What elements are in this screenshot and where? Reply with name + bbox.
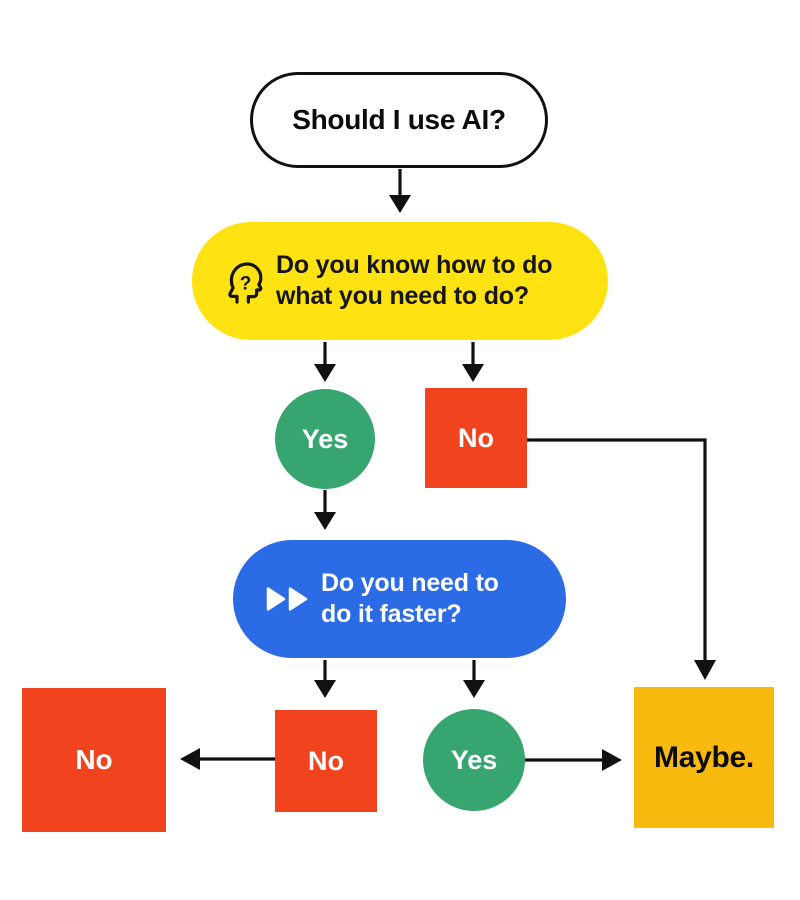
arrowhead-q1-to-yes <box>314 364 336 382</box>
q1-no-label: No <box>458 422 494 453</box>
question-faster-line2: do it faster? <box>321 600 462 628</box>
node-end-no: No <box>22 688 166 832</box>
q2-no-label: No <box>308 745 344 776</box>
node-q2-no: No <box>275 710 377 812</box>
node-q2-yes: Yes <box>423 709 525 811</box>
head-question-icon: ? <box>218 257 266 305</box>
arrowhead-q2-to-yes <box>463 680 485 698</box>
q2-yes-label: Yes <box>450 744 498 775</box>
arrowhead-no-to-maybe <box>694 660 716 680</box>
node-q1-no: No <box>425 388 527 488</box>
end-maybe-label: Maybe. <box>654 740 754 774</box>
question-know-how-line2: what you need to do? <box>276 282 529 310</box>
arrowhead-q2-to-no <box>314 680 336 698</box>
arrowhead-yes-to-maybe <box>602 749 622 771</box>
node-question-faster: Do you need to do it faster? <box>233 540 566 658</box>
question-faster-line1: Do you need to <box>321 569 499 597</box>
node-question-know-how: ? Do you know how to do what you need to… <box>192 222 608 340</box>
node-q1-yes: Yes <box>275 389 375 489</box>
question-know-how-line1: Do you know how to do <box>276 251 553 279</box>
question-faster-text: Do you need to do it faster? <box>321 568 499 630</box>
node-start: Should I use AI? <box>250 72 548 168</box>
svg-text:?: ? <box>240 274 252 295</box>
start-label: Should I use AI? <box>292 104 506 135</box>
arrowhead-no-to-endno <box>180 748 200 770</box>
fast-forward-icon <box>265 584 311 614</box>
q1-yes-label: Yes <box>301 423 349 454</box>
end-no-label: No <box>75 744 113 775</box>
arrowhead-q1-to-no <box>462 364 484 382</box>
question-know-how-text: Do you know how to do what you need to d… <box>276 250 553 312</box>
node-end-maybe: Maybe. <box>634 687 774 828</box>
arrowhead-start-to-q1 <box>389 195 411 213</box>
arrowhead-yes-to-q2 <box>314 512 336 530</box>
